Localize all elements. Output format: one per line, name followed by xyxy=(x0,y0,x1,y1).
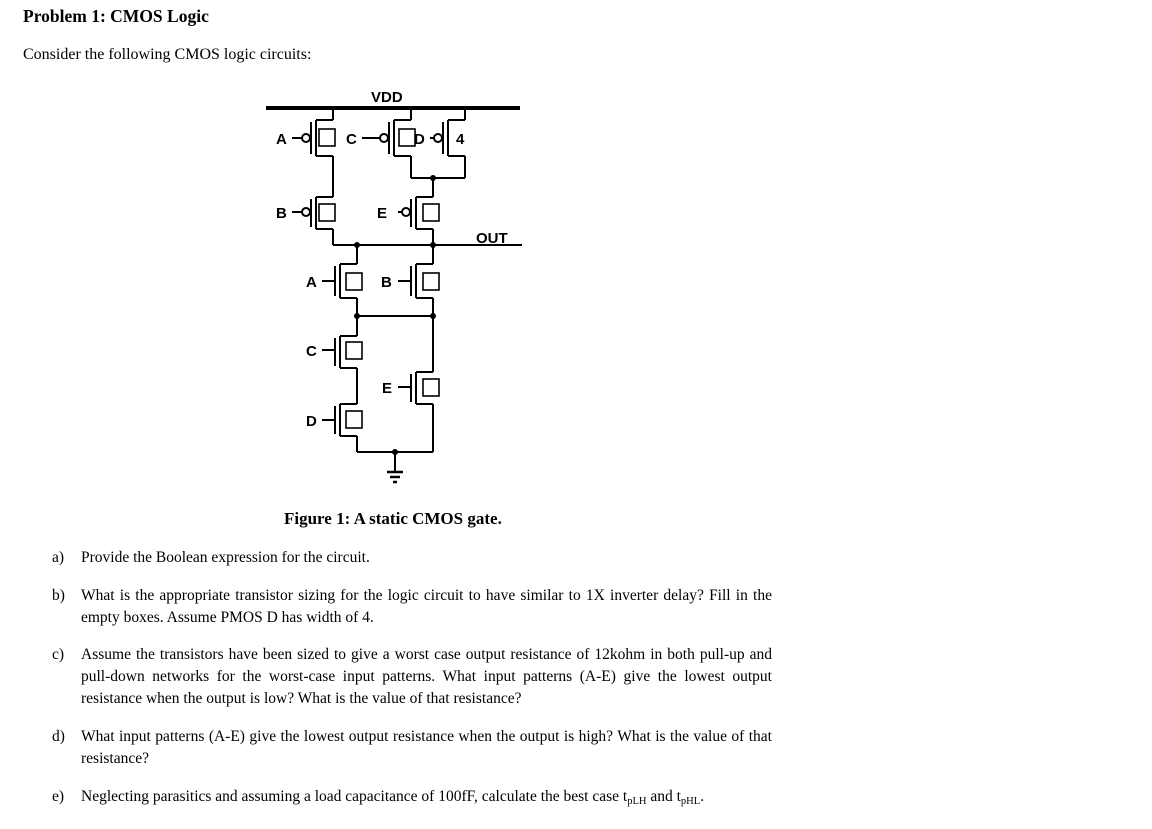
nmos-gate-label-a: A xyxy=(306,274,317,291)
question-text-part: . xyxy=(700,788,705,805)
question-text: Neglecting parasitics and assuming a loa… xyxy=(81,786,772,813)
pmos-gate-label-e: E xyxy=(377,205,387,222)
size-box-nmos-e xyxy=(422,378,440,397)
size-box-nmos-b xyxy=(422,272,440,291)
question-b: b) What is the appropriate transistor si… xyxy=(52,585,772,629)
out-label: OUT xyxy=(476,230,508,247)
question-text-part: Neglecting parasitics and assuming a loa… xyxy=(81,788,628,805)
size-box-pmos-a xyxy=(318,128,336,147)
pmos-gate-label-d: D xyxy=(414,131,425,148)
question-text: Assume the transistors have been sized t… xyxy=(81,646,772,707)
subscript-phl: pHL xyxy=(680,796,701,807)
question-d: d) What input patterns (A-E) give the lo… xyxy=(52,726,772,770)
question-text: What is the appropriate transistor sizin… xyxy=(81,587,772,626)
size-box-nmos-a xyxy=(345,272,363,291)
pmos-gate-label-c: C xyxy=(346,131,357,148)
size-box-nmos-d xyxy=(345,410,363,429)
size-box-nmos-c xyxy=(345,341,363,360)
question-text-part: and t xyxy=(646,788,681,805)
pmos-d-width: 4 xyxy=(456,131,465,148)
question-label: c) xyxy=(52,646,65,663)
pmos-gate-label-a: A xyxy=(276,131,287,148)
question-label: a) xyxy=(52,549,65,566)
problem-title: Problem 1: CMOS Logic xyxy=(23,6,209,26)
nmos-gate-label-e: E xyxy=(382,380,392,397)
pmos-gate-label-b: B xyxy=(276,205,287,222)
question-text: Provide the Boolean expression for the c… xyxy=(81,549,370,566)
size-box-pmos-c xyxy=(398,128,416,147)
question-label: d) xyxy=(52,728,65,745)
nmos-gate-label-b: B xyxy=(381,274,392,291)
subscript-plh: pLH xyxy=(627,796,647,807)
question-a: a) Provide the Boolean expression for th… xyxy=(52,547,772,569)
question-label: b) xyxy=(52,587,65,604)
question-text: What input patterns (A-E) give the lowes… xyxy=(81,728,772,767)
size-box-pmos-b xyxy=(318,203,336,222)
figure-caption: Figure 1: A static CMOS gate. xyxy=(284,509,502,528)
nmos-gate-label-c: C xyxy=(306,343,317,360)
size-box-pmos-e xyxy=(422,203,440,222)
question-c: c) Assume the transistors have been size… xyxy=(52,644,772,710)
question-label: e) xyxy=(52,788,65,805)
vdd-label: VDD xyxy=(371,89,403,106)
nmos-gate-label-d: D xyxy=(306,413,317,430)
question-e: e) Neglecting parasitics and assuming a … xyxy=(52,786,772,813)
intro-text: Consider the following CMOS logic circui… xyxy=(23,46,312,63)
